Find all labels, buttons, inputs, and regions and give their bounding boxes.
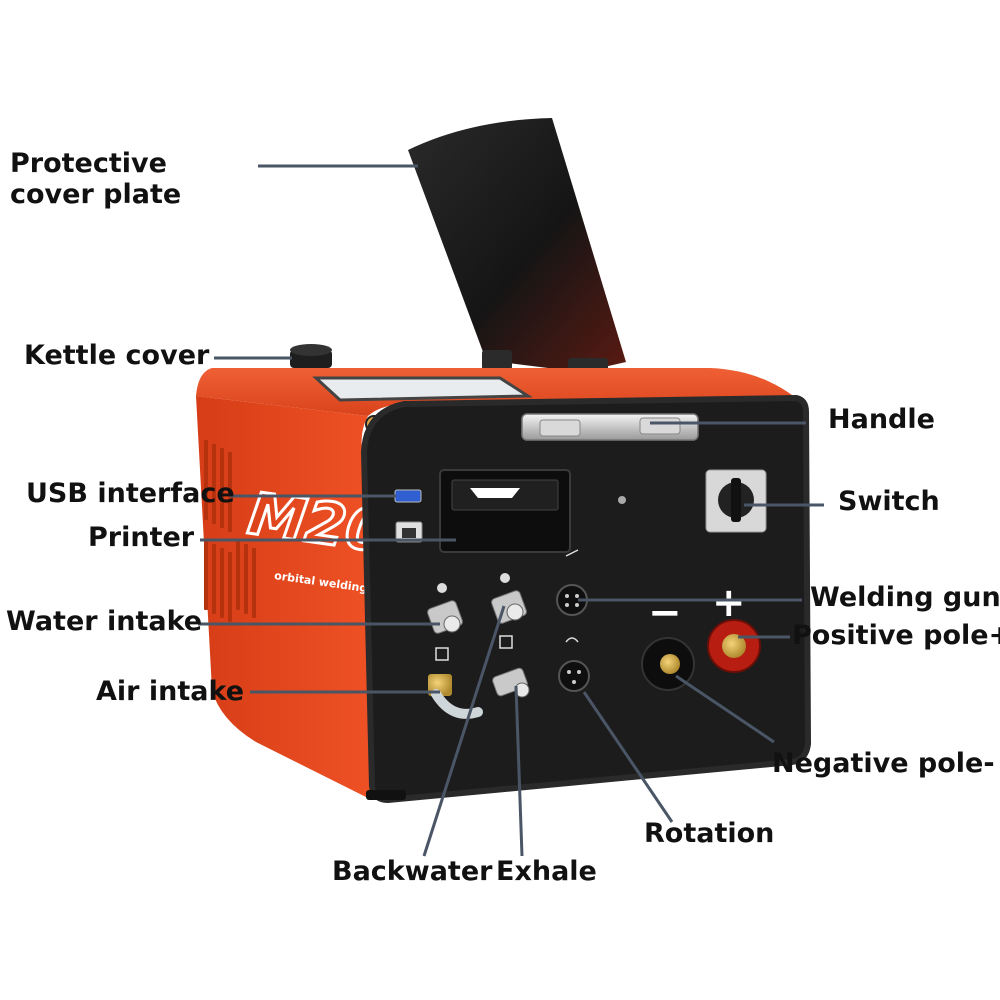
label-exhale: Exhale — [496, 856, 597, 887]
power-switch[interactable] — [705, 469, 767, 533]
label-water-intake: Water intake — [6, 606, 203, 637]
label-rotation: Rotation — [644, 818, 775, 849]
kettle-cover[interactable] — [290, 344, 332, 368]
case-foot — [366, 790, 406, 800]
leader-rotation — [582, 691, 674, 823]
label-welding-gun: Welding gun — [810, 582, 1000, 613]
usb-port[interactable] — [394, 489, 422, 503]
label-negative-pole: Negative pole- — [772, 748, 995, 779]
top-window — [312, 376, 533, 402]
lid-hinge-left — [482, 350, 512, 370]
ethernet-port[interactable] — [395, 521, 423, 543]
front-frame — [360, 394, 812, 804]
label-printer: Printer — [88, 522, 195, 553]
leader-lines — [198, 164, 824, 857]
carry-handle[interactable] — [521, 413, 699, 441]
leader-exhale — [514, 685, 524, 857]
label-handle: Handle — [828, 404, 935, 435]
label-protective-cover-plate: Protective cover plate — [10, 148, 182, 211]
label-switch: Switch — [838, 486, 940, 517]
positive-symbol: + — [712, 580, 746, 626]
leader-backwater — [422, 605, 506, 857]
label-positive-pole: Positive pole+ — [792, 620, 1000, 651]
positive-pole-terminal[interactable] — [707, 619, 761, 673]
leader-negative-pole — [675, 674, 775, 744]
label-kettle-cover: Kettle cover — [24, 340, 210, 371]
label-usb-interface: USB interface — [26, 478, 235, 509]
side-vents — [204, 440, 256, 622]
printer[interactable] — [439, 469, 571, 553]
panel-screw — [618, 496, 626, 504]
negative-symbol: − — [648, 590, 682, 636]
label-air-intake: Air intake — [96, 676, 245, 707]
fitting-icons — [435, 549, 579, 661]
rotation-connector[interactable] — [558, 660, 590, 692]
protective-cover-plate[interactable] — [408, 118, 626, 372]
label-backwater: Backwater — [332, 856, 493, 887]
negative-pole-terminal[interactable] — [641, 637, 695, 691]
exhale-fitting[interactable] — [492, 667, 530, 698]
